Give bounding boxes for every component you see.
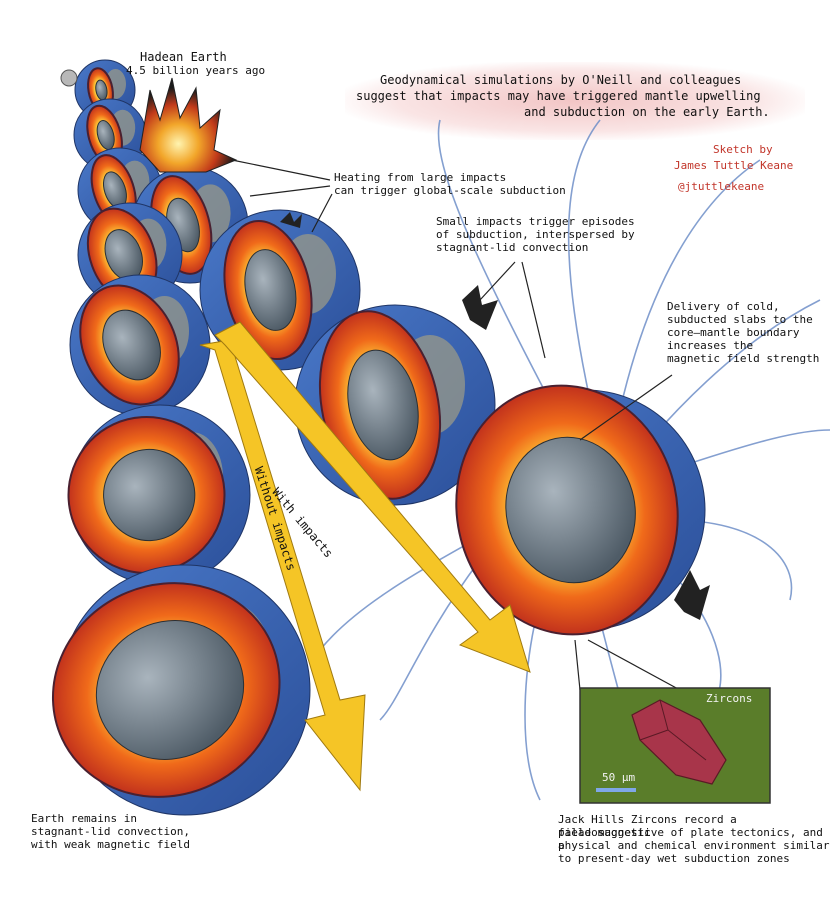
summary-banner [345,62,805,140]
earth-core [102,309,161,381]
arrow-without-impacts [199,339,366,792]
field-line [669,429,831,471]
scale-bar [596,788,636,792]
summary-line-1: Geodynamical simulations by O'Neill and … [380,73,742,87]
zircon-crystal [631,699,727,785]
earth-core [95,620,245,760]
earth-core [347,349,419,461]
earth-cutaway [51,564,311,816]
hadean-title: Hadean Earth [140,50,227,64]
stagnant-note-3: with weak magnetic field [31,838,190,851]
zircon-note-1: Jack Hills Zircons record a palaeomagnet… [558,813,737,839]
heating-note-1: Heating from large impacts [334,171,507,184]
summary-line-3: and subduction on the early Earth. [524,105,770,119]
stagnant-note-1: Earth remains in [31,812,137,825]
credit-author: James Tuttle Keane [674,159,794,172]
small-impacts-note-2: of subduction, interspersed by [436,228,635,241]
zircon-inset [579,687,771,804]
zircon-scale-label: 50 µm [602,771,636,784]
impact-splash [462,285,498,330]
impact-splashes [280,212,710,620]
credit-handle: @jtuttlekeane [678,180,765,193]
earth-cutaway [455,384,706,636]
field-line [649,299,821,441]
zircon-inset-title: Zircons [706,692,753,705]
pointer-line [521,261,546,359]
pointer-line [311,193,333,233]
earth-core [244,249,297,331]
heating-note-2: can trigger global-scale subduction [334,184,566,197]
earth-cutaway [69,274,211,416]
summary-line-2: suggest that impacts may have triggered … [356,89,761,103]
delivery-note-1: Delivery of cold, [667,300,780,313]
pointer-line [231,159,331,181]
earth-cutaway [67,404,251,586]
zircon-note-3: physical and chemical environment simila… [558,839,830,852]
field-line [379,559,481,721]
pointer-line [249,185,331,197]
earth-core [505,436,636,584]
zircon-note-4: to present-day wet subduction zones [558,852,790,865]
hadean-age: 4.5 billion years ago [126,64,266,77]
field-line [437,119,561,421]
earth-sequence [51,59,706,816]
stagnant-note-2: stagnant-lid convection, [31,825,190,838]
field-line [567,119,601,401]
pointer-line [579,374,673,441]
impact-explosion [139,77,238,173]
delivery-note-5: magnetic field strength [667,352,820,365]
arrow-with-impacts [214,321,531,673]
small-impacts-note-3: stagnant-lid convection [436,241,589,254]
earth-cutaway [199,209,361,371]
impact-splash [674,570,710,620]
pointer-line [479,261,516,301]
delivery-note-3: core–mantle boundary [667,326,800,339]
impact-splash [280,212,302,228]
zircon-note-2: field suggestive of plate tectonics, and… [558,826,823,852]
delivery-note-4: increases the [667,339,754,352]
delivery-note-2: subducted slabs to the [667,313,813,326]
pointer-line [574,639,581,691]
small-impacts-note-1: Small impacts trigger episodes [436,215,635,228]
pointer-lines [231,159,681,691]
moon [60,69,78,87]
credit-sketch-by: Sketch by [713,143,773,156]
earth-core [103,448,196,542]
pointer-line [587,639,681,691]
field-line [619,159,761,411]
field-line [524,599,541,801]
